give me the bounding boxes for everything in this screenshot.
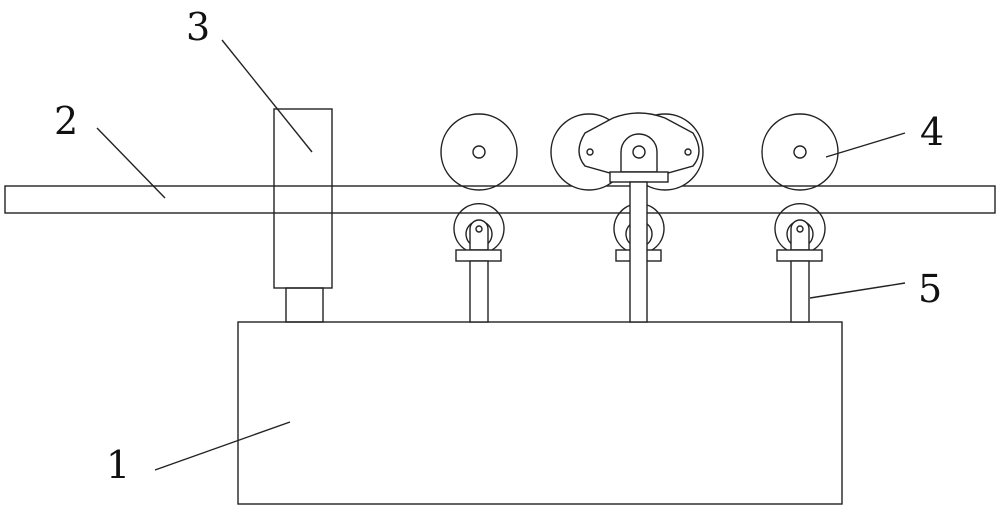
lower-roller-right bbox=[774, 202, 826, 323]
lower-roller-middle bbox=[613, 181, 665, 323]
column-neck bbox=[285, 287, 324, 323]
bracket-lug bbox=[620, 133, 658, 173]
leader-line-4 bbox=[825, 132, 906, 158]
column bbox=[273, 108, 333, 289]
middle-wheel-assembly bbox=[550, 112, 704, 191]
label-5: 5 bbox=[918, 267, 942, 311]
label-3: 3 bbox=[186, 5, 210, 49]
strip bbox=[4, 185, 996, 214]
lower-roller-left bbox=[453, 202, 505, 323]
label-2: 2 bbox=[54, 99, 78, 143]
label-1: 1 bbox=[106, 443, 130, 487]
leader-line-5 bbox=[809, 282, 906, 299]
upper-wheel-right bbox=[761, 113, 839, 191]
base-box bbox=[237, 321, 843, 505]
leader-line-2 bbox=[96, 127, 166, 199]
leader-line-3 bbox=[221, 39, 313, 153]
label-4: 4 bbox=[920, 110, 944, 154]
upper-wheel-left bbox=[440, 113, 518, 191]
leader-line-1 bbox=[154, 421, 291, 471]
